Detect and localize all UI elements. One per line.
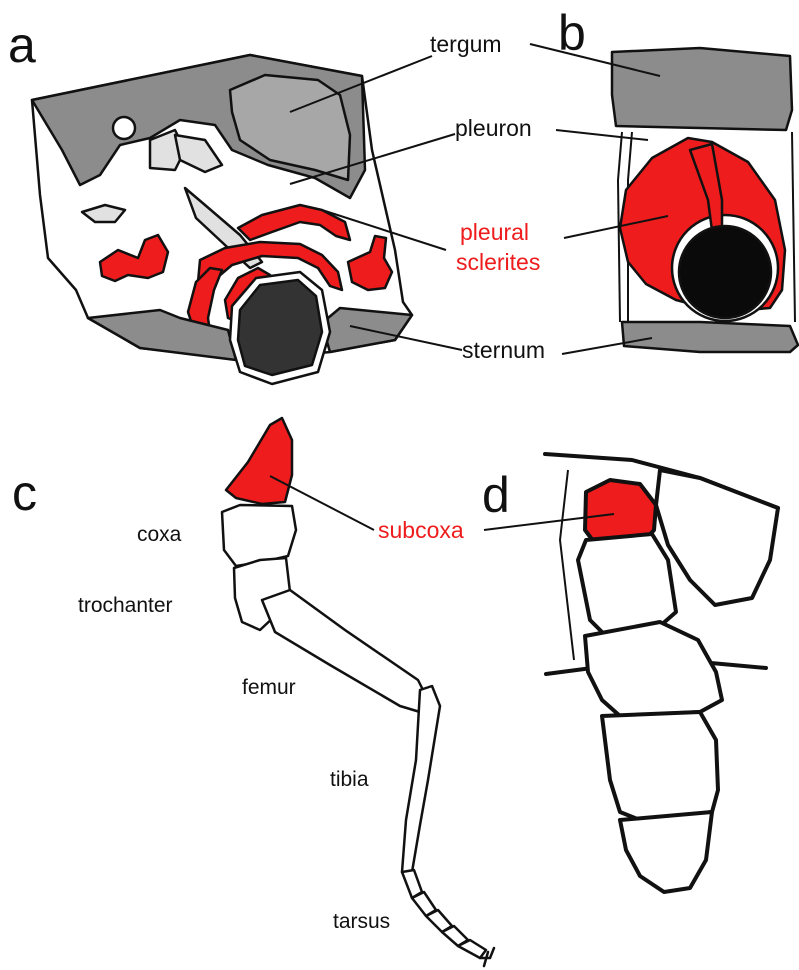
- panel-letter-c: c: [12, 465, 37, 521]
- panel-a: a: [8, 17, 412, 384]
- panel-d-left-wall: [560, 470, 574, 660]
- panel-c-tarsus-5: [458, 940, 486, 958]
- leader-pleuron-b: [556, 130, 648, 140]
- panel-d-tibia: [620, 812, 712, 892]
- panel-b-right-wall: [792, 132, 795, 322]
- label-tergum: tergum: [430, 31, 502, 57]
- label-femur: femur: [242, 676, 296, 699]
- panel-c-subcoxa: [226, 418, 292, 504]
- panel-b-tergum: [612, 48, 792, 130]
- panel-letter-d: d: [482, 467, 510, 523]
- panel-b: b: [558, 5, 798, 352]
- panel-c-tibia: [402, 686, 440, 872]
- label-sternum: sternum: [462, 337, 545, 363]
- label-trochanter: trochanter: [78, 594, 173, 617]
- panel-a-spiracle: [113, 117, 135, 139]
- panel-b-coxa: [679, 226, 771, 318]
- panel-b-sternum: [622, 322, 798, 352]
- panel-letter-a: a: [8, 17, 36, 73]
- label-tarsus: tarsus: [333, 910, 390, 933]
- panel-d: d: [482, 454, 778, 892]
- label-tibia: tibia: [330, 768, 369, 791]
- label-pleural-sclerites-1: pleural: [460, 219, 529, 245]
- label-pleuron: pleuron: [455, 115, 532, 141]
- panel-d-adjacent-plate: [656, 470, 778, 605]
- panel-d-trochanter: [585, 622, 722, 716]
- label-pleural-sclerites-2: sclerites: [456, 249, 540, 275]
- label-subcoxa: subcoxa: [378, 517, 464, 543]
- panel-d-femur: [602, 712, 718, 820]
- label-coxa: coxa: [137, 523, 182, 546]
